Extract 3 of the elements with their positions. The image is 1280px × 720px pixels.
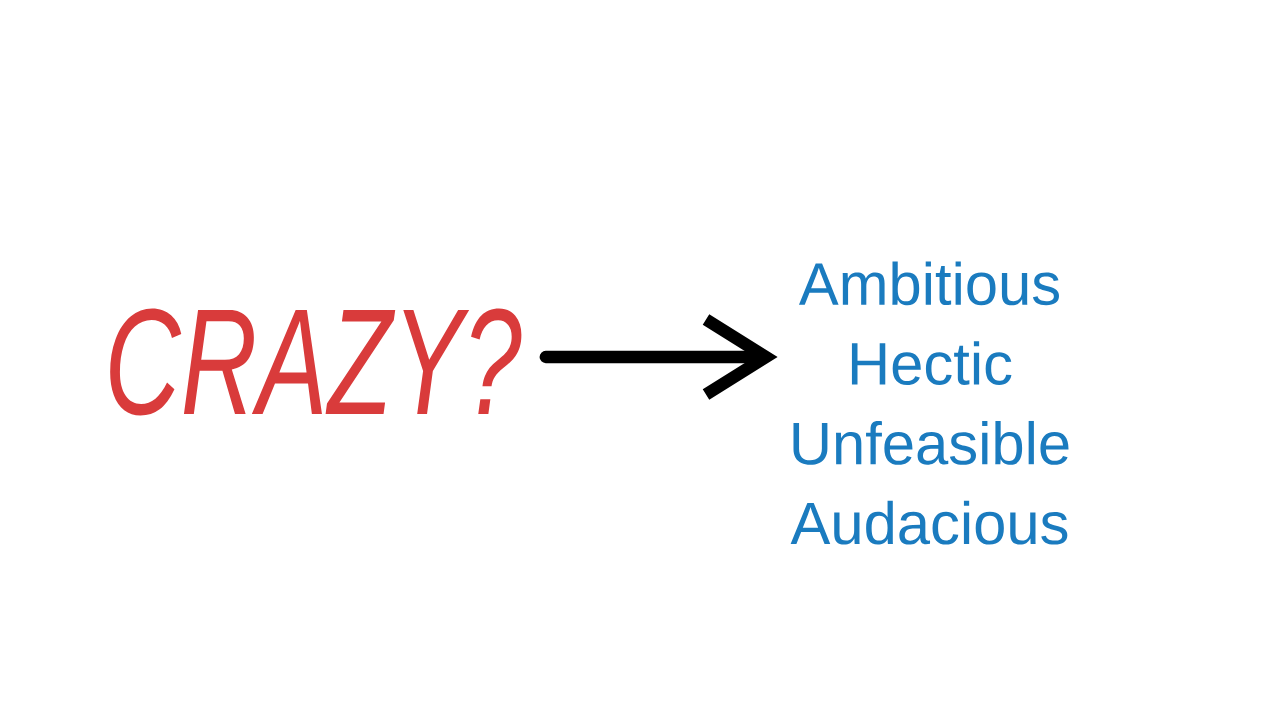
- arrow: [539, 314, 778, 400]
- word-list: Ambitious Hectic Unfeasible Audacious: [790, 261, 1069, 545]
- question-word: CRAZY?: [110, 308, 522, 416]
